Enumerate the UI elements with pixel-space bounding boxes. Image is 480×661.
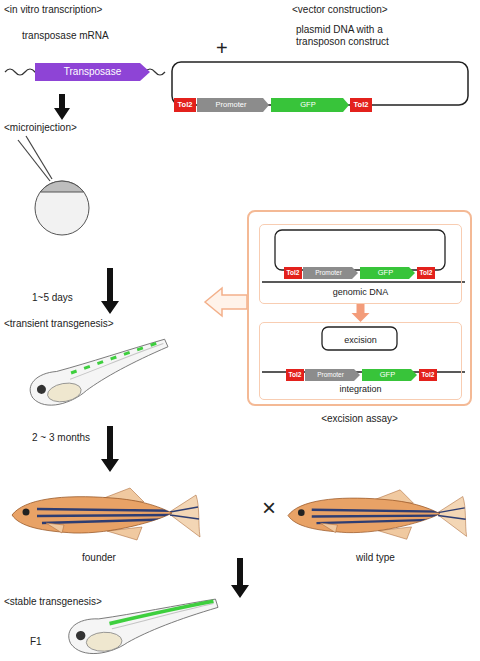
- gfp-arrow: GFP: [362, 369, 417, 381]
- node-outline-shape: [360, 267, 415, 279]
- element-name: Transposase: [64, 67, 121, 77]
- gfp-arrow: GFP: [360, 267, 415, 279]
- caption-label: <vector construction>: [292, 4, 388, 16]
- caption-label: F1: [30, 636, 42, 648]
- caption-label: wild type: [356, 552, 395, 564]
- node-text: genomic DNA: [260, 288, 461, 297]
- caption-label: <stable transgenesis>: [4, 596, 102, 608]
- element-name: Tol2: [354, 101, 369, 109]
- caption-label: <microinjection>: [4, 122, 77, 134]
- node-text: integration: [260, 385, 461, 394]
- element-name: Promoter: [216, 101, 247, 109]
- node-text: <excision assay>: [249, 414, 470, 424]
- tol2-element: Tol2: [174, 98, 196, 112]
- element-name: GFP: [300, 101, 315, 109]
- tol2-element: Tol2: [419, 369, 437, 381]
- promoter-arrow: Promoter: [303, 267, 358, 279]
- connector-shaft: [357, 304, 365, 313]
- node-outline-shape: [35, 63, 150, 81]
- larva: [67, 599, 220, 655]
- embryo: [35, 181, 89, 235]
- flow-arrow: [101, 426, 119, 472]
- caption-label: plasmid DNA with a transposon construct: [296, 24, 406, 48]
- caption-label: +: [216, 36, 228, 60]
- gfp-arrow: GFP: [271, 98, 349, 112]
- caption-label: <transient transgenesis>: [4, 318, 114, 330]
- assay-panel: <excision assay>genomic DNATol2PromoterG…: [247, 210, 472, 406]
- caption-label: ×: [262, 494, 276, 523]
- caption-label: 1~5 days: [32, 292, 73, 304]
- hollow-arrow: [205, 288, 247, 316]
- element-name: Tol2: [178, 101, 193, 109]
- node-text: excision: [260, 336, 461, 345]
- element-name: Promoter: [317, 372, 344, 379]
- flow-arrow: [101, 268, 119, 314]
- element-name: Tol2: [422, 372, 435, 379]
- node-outline-shape: [305, 369, 360, 381]
- flow-arrow: [231, 558, 249, 598]
- larva: [25, 339, 174, 409]
- plasmid-loop: [275, 230, 445, 270]
- caption-label: transposase mRNA: [22, 30, 109, 42]
- element-name: Tol2: [420, 270, 433, 277]
- element-name: Promoter: [315, 270, 342, 277]
- node-outline-shape: [271, 98, 349, 112]
- arrow-head: [352, 313, 370, 322]
- tol2-element: Tol2: [286, 369, 304, 381]
- assay-box: genomic DNA Tol2 Promoter GFP Tol2: [259, 224, 462, 304]
- promoter-arrow: Promoter: [197, 98, 269, 112]
- injection-needle: [18, 136, 52, 181]
- adult-fish: [288, 490, 467, 539]
- caption-label: 2 ~ 3 months: [32, 432, 90, 444]
- node-outline-shape: [197, 98, 269, 112]
- element-name: Tol2: [289, 372, 302, 379]
- caption-label: <in vitro transcription>: [4, 4, 102, 16]
- transposase-arrow: Transposase: [35, 63, 150, 81]
- tol2-element: Tol2: [417, 267, 435, 279]
- assay-box: excision integration Tol2 Promoter GFP Tol2: [259, 322, 462, 400]
- promoter-arrow: Promoter: [305, 369, 360, 381]
- element-name: GFP: [378, 269, 393, 277]
- element-name: Tol2: [287, 270, 300, 277]
- flow-arrow: [54, 94, 70, 120]
- adult-fish: [12, 488, 200, 540]
- caption-label: founder: [82, 552, 116, 564]
- genomic-dna-line: [262, 281, 465, 283]
- tol2-element: Tol2: [284, 267, 302, 279]
- tol2-element: Tol2: [350, 98, 372, 112]
- connector-arrow: [352, 304, 370, 322]
- node-outline-shape: [303, 267, 358, 279]
- node-outline-shape: [362, 369, 417, 381]
- element-name: GFP: [380, 371, 395, 379]
